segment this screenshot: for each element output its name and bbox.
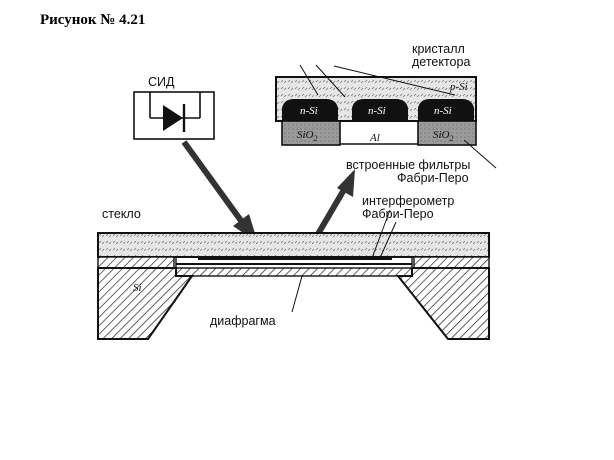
si-label: Si	[133, 282, 142, 294]
figure-caption: Рисунок № 4.21	[40, 12, 145, 28]
al-label: Al	[369, 132, 380, 144]
sio2-label-1: SiO2	[297, 129, 318, 143]
n-si-label-1: n-Si	[300, 105, 318, 117]
silicon-substrate-right	[395, 267, 490, 340]
bond-layer-right	[413, 256, 490, 269]
n-si-label-2: n-Si	[368, 105, 386, 117]
detector-crystal	[275, 64, 497, 169]
crystal-label-line2: детектора	[412, 55, 470, 69]
filters-label-line2: Фабри-Перо	[397, 171, 469, 185]
bond-layer-left	[97, 256, 175, 269]
n-si-label-3: n-Si	[434, 105, 452, 117]
sio2-label-2: SiO2	[433, 129, 454, 143]
silicon-substrate-left	[97, 267, 194, 340]
interferometer-label-line1: интерферометр	[362, 194, 454, 208]
incident-light-arrow	[181, 140, 258, 243]
diaphragm	[175, 267, 413, 277]
filters-label-line1: встроенные фильтры	[346, 158, 470, 172]
interferometer-label-line2: Фабри-Перо	[362, 207, 434, 221]
led-symbol	[133, 91, 215, 140]
crystal-label-line1: кристалл	[412, 42, 465, 56]
p-si-label: p-Si	[449, 81, 468, 93]
glass-label: стекло	[102, 207, 141, 221]
diaphragm-label: диафрагма	[210, 314, 276, 328]
glass-layer	[97, 232, 490, 258]
led-label: СИД	[148, 75, 175, 89]
